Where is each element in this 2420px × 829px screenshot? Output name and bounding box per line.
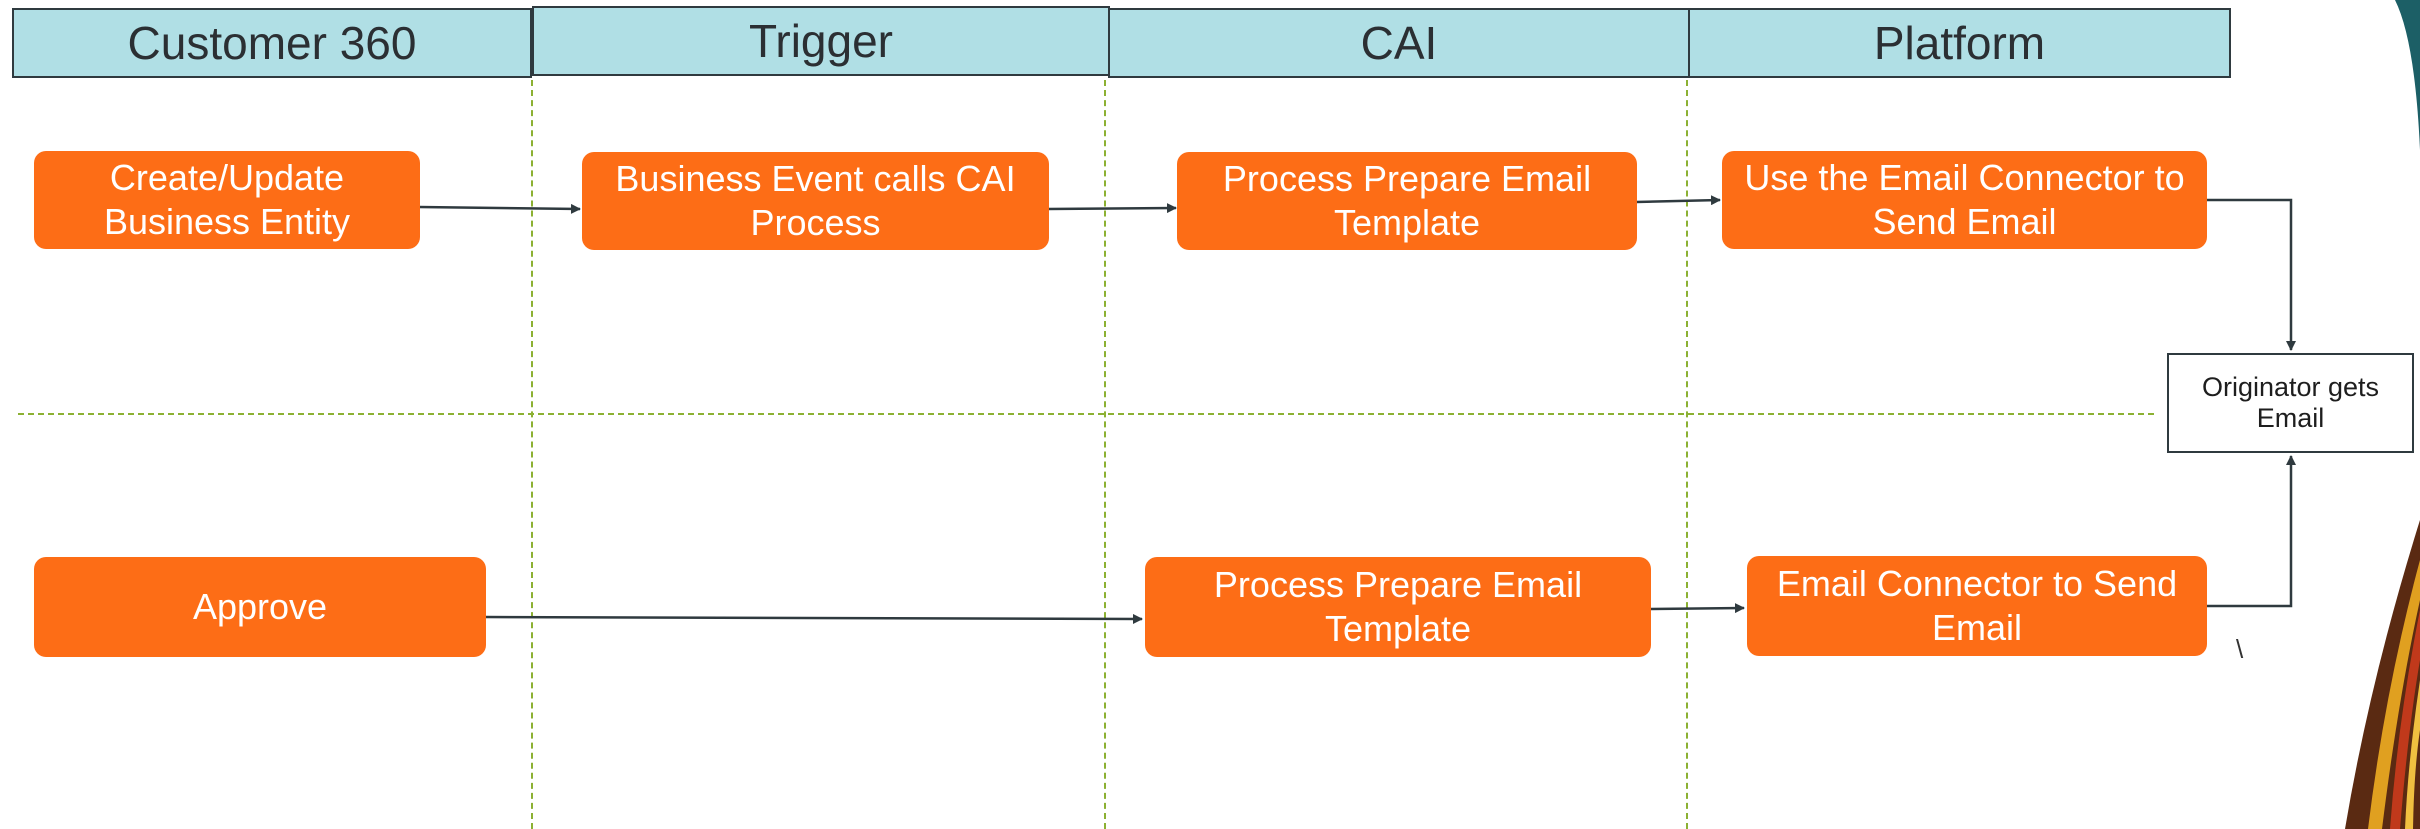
node-approve: Approve [34, 557, 486, 657]
arrow-approve-to-prepare-2 [484, 613, 1143, 624]
node-business-event-calls-cai: Business Event calls CAI Process [582, 152, 1049, 250]
lane-divider-3 [1686, 80, 1688, 829]
node-use-email-connector: Use the Email Connector to Send Email [1722, 151, 2207, 249]
arrow-prepare-2-to-send [1649, 603, 1745, 614]
lane-header-customer-360: Customer 360 [12, 8, 532, 78]
row-divider [18, 413, 2154, 415]
node-process-prepare-email-template-1: Process Prepare Email Template [1177, 152, 1637, 250]
arrow-prepare-1-to-connector [1635, 195, 1721, 206]
node-originator-gets-email: Originator gets Email [2167, 353, 2414, 453]
arrow-create-to-event [418, 203, 581, 214]
arrow-send-to-originator [2206, 455, 2296, 608]
stray-backslash-mark: \ [2236, 634, 2244, 664]
node-email-connector-send: Email Connector to Send Email [1747, 556, 2207, 656]
node-create-update-business-entity: Create/Update Business Entity [34, 151, 420, 249]
lane-divider-1 [531, 80, 533, 829]
lane-divider-2 [1104, 80, 1106, 829]
arrow-connector-to-originator [2206, 198, 2296, 351]
node-process-prepare-email-template-2: Process Prepare Email Template [1145, 557, 1651, 657]
lane-header-cai: CAI [1108, 8, 1690, 78]
lane-header-platform: Platform [1688, 8, 2231, 78]
arrow-event-to-prepare-1 [1047, 203, 1177, 214]
lane-header-trigger: Trigger [532, 6, 1110, 76]
